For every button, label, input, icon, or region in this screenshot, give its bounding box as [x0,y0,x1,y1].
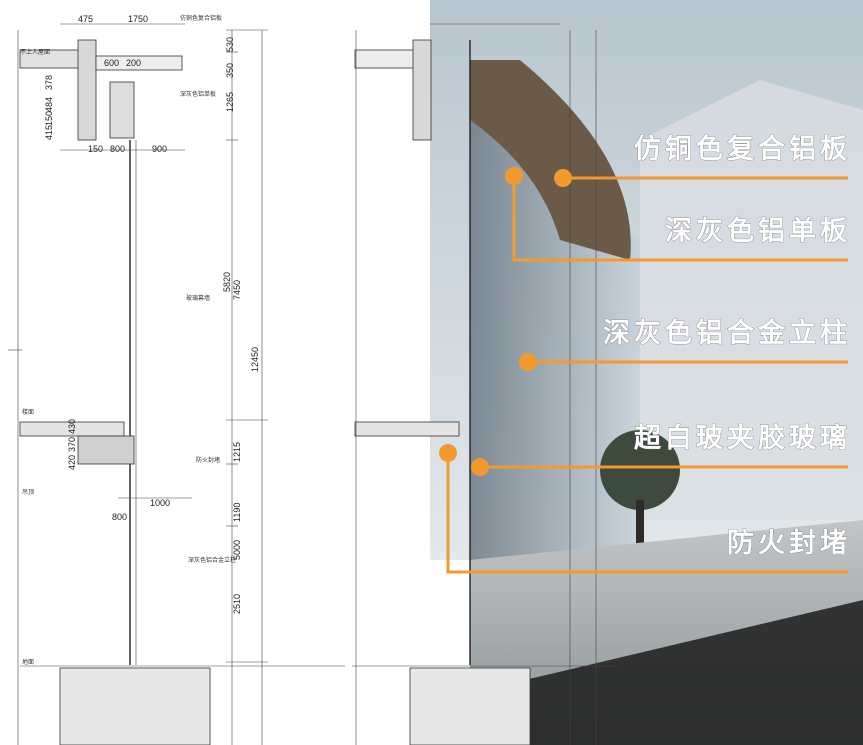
dim-top-900: 900 [152,144,167,154]
dim-top-150: 150 [88,144,103,154]
rendered-facade-photo [352,0,863,745]
callout-dot-laminated-glass [471,458,489,476]
callout-dot-composite-panel [554,169,572,187]
note-ground: 地面 [22,658,34,666]
dim-top-800: 800 [110,144,125,154]
dim-left-415: 415 [44,125,54,140]
callout-label-fire-seal: 防火封堵 [727,528,851,559]
dim-vert-1190: 1190 [232,503,242,522]
dim-mid-420: 420 [67,455,77,470]
dim-vert-2510: 2510 [232,594,242,614]
callout-dot-single-panel [505,167,523,185]
callout-label-composite-panel: 仿铜色复合铝板 [634,133,851,165]
note-floor: 楼面 [22,408,34,416]
dim-left-350: 350 [225,63,235,78]
dim-vert-5820: 5820 [222,272,232,292]
dim-mid-430: 430 [67,419,77,434]
dim-mid-800: 800 [112,512,127,522]
note-ceiling: 吊顶 [22,489,34,496]
callout-label-laminated-glass: 超白玻夹胶玻璃 [634,422,851,454]
dim-top-600: 600 [104,58,119,68]
callout-dot-fire-seal [439,444,457,462]
dim-left-1265: 1265 [225,92,235,112]
callout-line-fire-seal [446,453,848,574]
dim-mid-370: 370 [67,437,77,452]
note-glass: 玻璃幕墙 [186,294,210,302]
callout-label-mullion: 深灰色铝合金立柱 [603,317,851,349]
callout-dot-mullion [519,353,537,371]
dim-top-1750: 1750 [128,14,148,24]
dim-left-530: 530 [225,37,235,52]
cad-section-drawing: 475 1750 600 200 150 800 900 530 350 126… [0,0,345,745]
dim-left-378: 378 [44,75,54,90]
bronze-canopy [470,60,631,260]
callout-label-single-panel: 深灰色铝单板 [665,215,851,247]
dim-left-484: 484 [44,97,54,112]
tree [600,430,680,510]
dim-vert-12450: 12450 [250,347,260,372]
note-fire-seal: 防火封堵 [196,456,220,464]
dim-vert-7450: 7450 [232,280,242,300]
callout-annotations: 仿铜色复合铝板 深灰色铝单板 深灰色铝合金立柱 超白玻夹胶玻璃 防火封堵 [439,133,851,574]
dim-left-150: 150 [44,111,54,126]
note-single-panel: 深灰色铝单板 [180,90,216,98]
dim-mid-1000: 1000 [150,498,170,508]
note-roof: 不上人屋面 [20,48,50,56]
callout-line-single-panel [512,176,848,262]
note-mullion: 深灰色铝合金立柱 [188,556,236,564]
dim-top-200: 200 [126,58,141,68]
dim-vert-5000: 5000 [232,540,242,560]
note-composite-panel: 仿铜色复合铝板 [180,14,222,22]
dim-top-475: 475 [78,14,93,24]
dim-vert-1215: 1215 [232,442,242,462]
